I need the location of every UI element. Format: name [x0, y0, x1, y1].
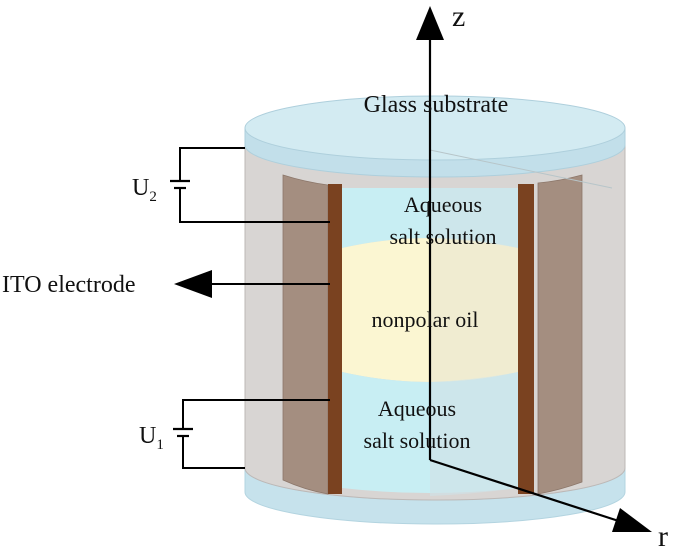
r-axis-label: r — [658, 520, 668, 552]
top-aqueous-label-line2: salt solution — [390, 224, 497, 249]
nonpolar-oil-label: nonpolar oil — [372, 307, 479, 332]
bottom-aqueous-label-line1: Aqueous — [378, 396, 456, 421]
r-axis — [429, 458, 652, 532]
u2-voltage-circuit — [170, 147, 330, 223]
right-dielectric-layer — [537, 174, 583, 495]
u1-voltage-circuit — [173, 399, 330, 469]
top-glass-substrate — [244, 95, 626, 178]
ito-electrode-arrow — [174, 270, 330, 298]
bottom-aqueous-label-line2: salt solution — [364, 428, 471, 453]
u1-label: U1 — [139, 423, 164, 453]
u2-label: U2 — [132, 175, 157, 205]
right-ito-electrode — [518, 184, 534, 494]
z-axis — [416, 6, 444, 460]
left-ito-electrode — [328, 184, 342, 494]
z-axis-label: z — [452, 0, 465, 33]
ito-electrode-label: ITO electrode — [2, 272, 136, 298]
top-aqueous-label-line1: Aqueous — [404, 192, 482, 217]
glass-substrate-label: Glass substrate — [364, 92, 509, 118]
